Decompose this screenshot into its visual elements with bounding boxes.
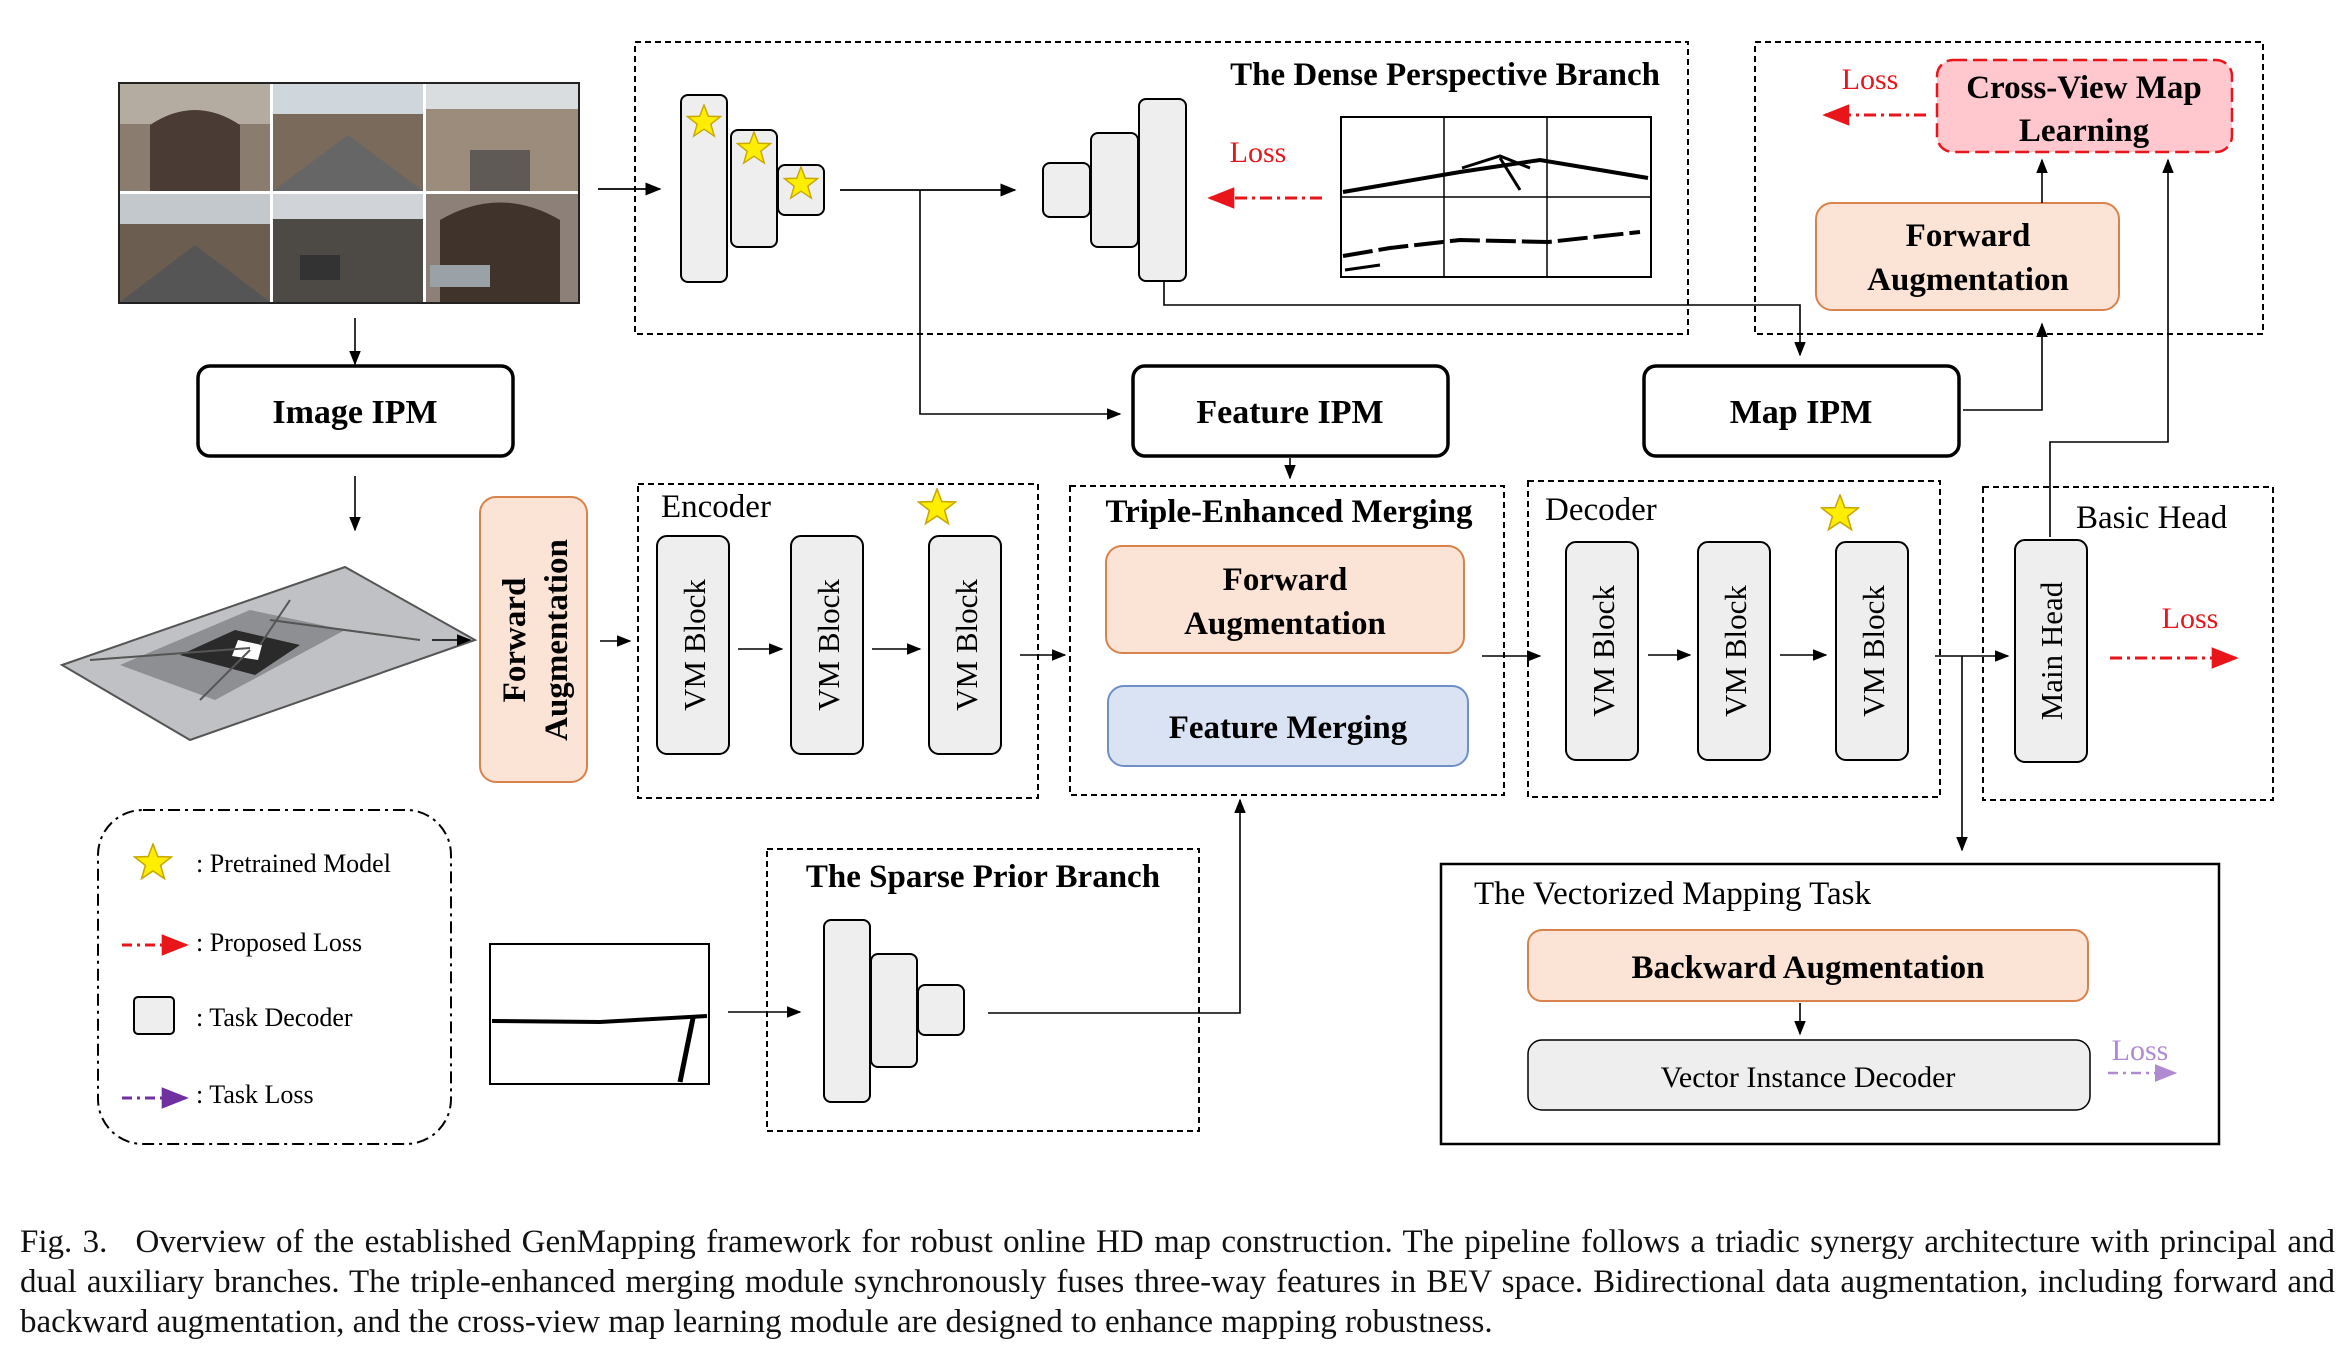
triple-merging-title: Triple-Enhanced Merging bbox=[1106, 494, 1473, 530]
figure-caption: Fig. 3.Overview of the established GenMa… bbox=[20, 1222, 2335, 1342]
sparse-branch-title: The Sparse Prior Branch bbox=[806, 859, 1160, 895]
basic-head-loss-label: Loss bbox=[2162, 602, 2219, 635]
sparse-branch-frame bbox=[766, 848, 1200, 1132]
task-loss-label: Loss bbox=[2112, 1034, 2169, 1067]
vector-decoder-box bbox=[1527, 1039, 2091, 1111]
dense-loss-label: Loss bbox=[1230, 136, 1287, 169]
genmapping-diagram: The Dense Perspective Branch Loss Cross-… bbox=[59, 41, 2274, 1146]
legend-task-loss: : Task Loss bbox=[196, 1080, 314, 1109]
crossview-loss-label: Loss bbox=[1842, 63, 1899, 96]
perspective-map-mask bbox=[1340, 116, 1652, 278]
legend-task-decoder-icon bbox=[133, 996, 175, 1035]
image-ipm-label: Image IPM bbox=[272, 394, 437, 431]
decoder-vm-block-1: VM Block bbox=[1586, 585, 1621, 717]
dense-branch-title: The Dense Perspective Branch bbox=[1230, 57, 1660, 93]
legend-star-icon bbox=[133, 843, 173, 880]
dense-task-decoder bbox=[1042, 98, 1187, 282]
legend-task-decoder: : Task Decoder bbox=[196, 1003, 353, 1032]
legend-proposed-loss: : Proposed Loss bbox=[196, 928, 362, 957]
map-ipm-label: Map IPM bbox=[1730, 394, 1873, 431]
legend-frame bbox=[97, 809, 452, 1145]
forward-augmentation-left-line2: Augmentation bbox=[539, 539, 575, 741]
decoder-star-icon bbox=[1820, 494, 1860, 531]
crossview-line2: Learning bbox=[2019, 113, 2150, 149]
camera-images bbox=[118, 82, 580, 304]
legend-pretrained: : Pretrained Model bbox=[196, 849, 391, 878]
basic-head-label: Basic Head bbox=[2076, 500, 2228, 536]
forward-augmentation-left-line1: Forward bbox=[497, 578, 533, 703]
encoder-star-icon bbox=[917, 488, 957, 525]
vector-decoder-label: Vector Instance Decoder bbox=[1661, 1061, 1956, 1094]
bev-warped-image bbox=[59, 565, 478, 742]
basic-head-frame bbox=[1982, 486, 2274, 801]
dense-branch-frame bbox=[634, 41, 1689, 335]
encoder-vm-block-3: VM Block bbox=[949, 579, 984, 711]
map-ipm-box bbox=[1642, 364, 1961, 458]
feature-ipm-box bbox=[1131, 364, 1450, 458]
encoder-label: Encoder bbox=[661, 489, 771, 525]
crossview-line1: Cross-View Map bbox=[1966, 70, 2202, 106]
feature-merging-box bbox=[1107, 685, 1469, 767]
crossview-frame bbox=[1754, 41, 2264, 335]
decoder-vm-block-2: VM Block bbox=[1718, 585, 1753, 717]
forward-augmentation-merge bbox=[1105, 545, 1465, 654]
crossview-box bbox=[1935, 58, 2234, 154]
encoder-vm-block-1: VM Block bbox=[677, 579, 712, 711]
image-ipm-box bbox=[196, 364, 515, 458]
feature-merging-label: Feature Merging bbox=[1169, 710, 1408, 746]
caption-fig-number: Fig. 3. bbox=[20, 1224, 108, 1260]
encoder-vm-block-2: VM Block bbox=[811, 579, 846, 711]
caption-text: Overview of the established GenMapping f… bbox=[20, 1224, 2335, 1340]
decoder-vm-blocks: VM Block VM Block VM Block bbox=[1565, 541, 1909, 761]
forward-augmentation-merge-line1: Forward bbox=[1223, 562, 1348, 598]
feature-ipm-label: Feature IPM bbox=[1196, 394, 1383, 431]
decoder-frame bbox=[1527, 480, 1941, 798]
sparse-encoder-stack bbox=[823, 919, 965, 1103]
backward-augmentation-label: Backward Augmentation bbox=[1632, 950, 1985, 986]
backward-augmentation-box bbox=[1527, 929, 2089, 1002]
decoder-vm-block-3: VM Block bbox=[1856, 585, 1891, 717]
forward-augmentation-top-line2: Augmentation bbox=[1867, 262, 2069, 298]
main-head-box bbox=[2014, 539, 2088, 763]
forward-augmentation-left bbox=[479, 496, 588, 783]
decoder-label: Decoder bbox=[1545, 492, 1657, 528]
forward-augmentation-merge-line2: Augmentation bbox=[1184, 606, 1386, 642]
forward-augmentation-top bbox=[1815, 202, 2120, 311]
main-head-label: Main Head bbox=[2034, 581, 2069, 720]
forward-augmentation-top-line1: Forward bbox=[1906, 218, 2031, 254]
dense-encoder-stack bbox=[680, 94, 825, 283]
encoder-vm-blocks: VM Block VM Block VM Block bbox=[656, 535, 1002, 755]
triple-merging-frame bbox=[1069, 485, 1505, 796]
vectorized-task-frame bbox=[1439, 862, 2221, 1146]
vectorized-task-title: The Vectorized Mapping Task bbox=[1474, 876, 1871, 912]
encoder-frame bbox=[637, 483, 1039, 799]
sparse-map-prior bbox=[489, 943, 710, 1085]
